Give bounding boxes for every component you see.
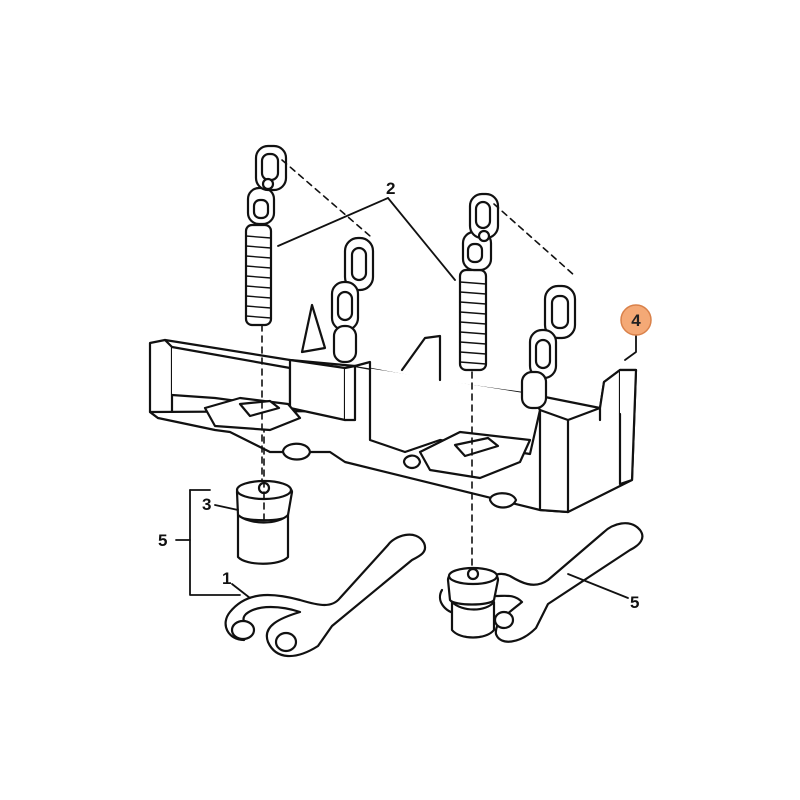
chain-assembly-left: [244, 144, 375, 364]
insert-left: [235, 479, 294, 565]
vise-tray: [148, 303, 638, 514]
callout-4-tray-highlight[interactable]: 4: [620, 304, 652, 336]
callout-5-left: 5: [158, 531, 167, 550]
wrench-left: [224, 533, 427, 658]
highlight-badge[interactable]: [620, 304, 652, 336]
callout-2-chain: 2: [386, 179, 395, 198]
leader-lines: [175, 197, 637, 599]
dashed-guides: [261, 159, 576, 569]
callout-5-right: 5: [630, 593, 639, 612]
callout-4-tray: 4: [631, 311, 641, 330]
callout-3-insert: 3: [202, 495, 211, 514]
callout-1-wrench: 1: [222, 569, 231, 588]
chain-assembly-right: [458, 192, 577, 410]
wrench-right: [438, 522, 644, 643]
